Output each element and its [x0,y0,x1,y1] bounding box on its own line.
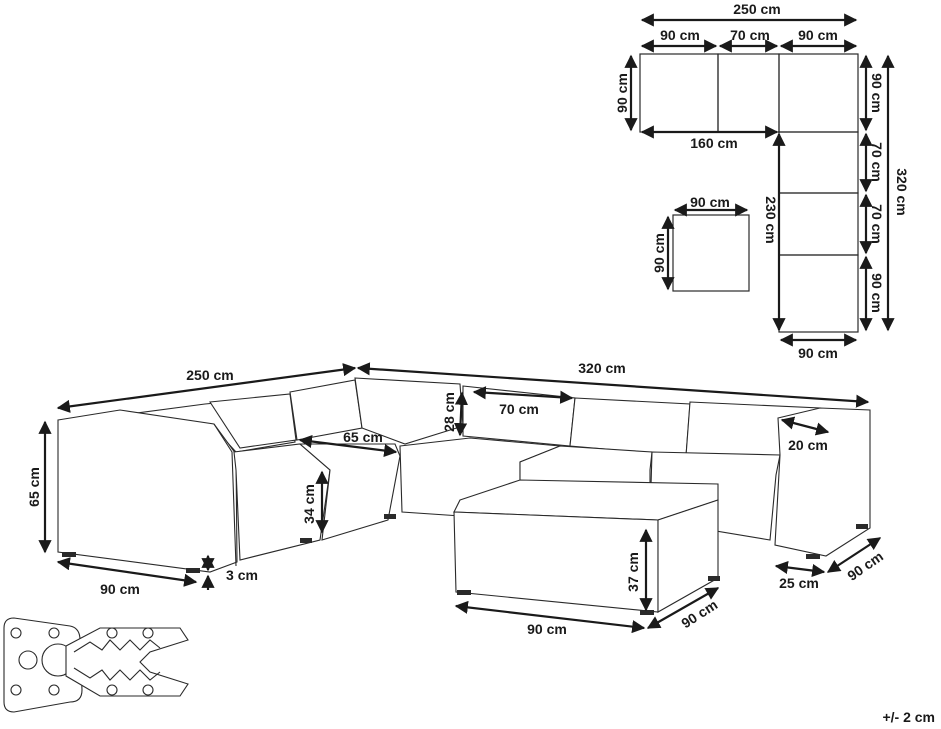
plan-module-top-middle [717,53,780,133]
total-height-label: 65 cm [26,467,42,507]
perspective-view: 250 cm 320 cm 65 cm 28 cm 70 cm 20 cm 65… [26,360,886,637]
plan-inner-bottom-label: 160 cm [690,135,737,151]
plan-top-seg3-label: 90 cm [798,27,838,43]
plan-module-right-corner [778,53,859,133]
plan-inner-vertical-label: 230 cm [763,196,779,243]
back-height-label: 28 cm [441,392,457,432]
left-depth-label: 90 cm [100,581,140,597]
plan-top-seg1-label: 90 cm [660,27,700,43]
plan-top-seg2-label: 70 cm [730,27,770,43]
plan-ottoman-depth-label: 90 cm [651,233,667,273]
plan-ottoman [672,214,750,292]
plan-right-seg1-label: 90 cm [869,73,885,113]
plan-right-seg2-label: 70 cm [869,142,885,182]
middle-width-label: 70 cm [499,401,539,417]
back-left-total-label: 250 cm [186,367,233,383]
seat-width-label: 65 cm [343,429,383,445]
plan-bottom-width-label: 90 cm [798,345,838,361]
right-leg-inset-label: 25 cm [779,575,819,591]
leg-height-label: 3 cm [226,567,258,583]
ottoman-side [657,499,719,613]
plan-top-total-label: 250 cm [733,1,780,17]
left-armrest-module [57,409,238,573]
plan-view: 250 cm 90 cm 70 cm 90 cm 90 cm 160 cm 23… [614,1,910,361]
plan-left-depth-label: 90 cm [614,73,630,113]
ottoman-width-label: 90 cm [527,621,567,637]
right-depth-label: 90 cm [844,548,886,584]
plan-ottoman-width-label: 90 cm [690,194,730,210]
plan-right-seg4-label: 90 cm [869,273,885,313]
armrest-width-label: 20 cm [788,437,828,453]
connector-clip-detail [3,617,189,713]
plan-module-right-3 [778,254,859,333]
plan-module-left-corner [639,53,719,133]
ottoman-depth-label: 90 cm [678,596,720,631]
plan-right-seg3-label: 70 cm [869,204,885,244]
plan-right-total-label: 320 cm [894,168,910,215]
tolerance-label: +/- 2 cm [882,709,935,725]
ottoman-height-label: 37 cm [625,552,641,592]
plan-module-right-2 [778,192,859,256]
seat-height-label: 34 cm [301,484,317,524]
plan-module-right-1 [778,131,859,194]
back-right-total-label: 320 cm [578,360,625,376]
